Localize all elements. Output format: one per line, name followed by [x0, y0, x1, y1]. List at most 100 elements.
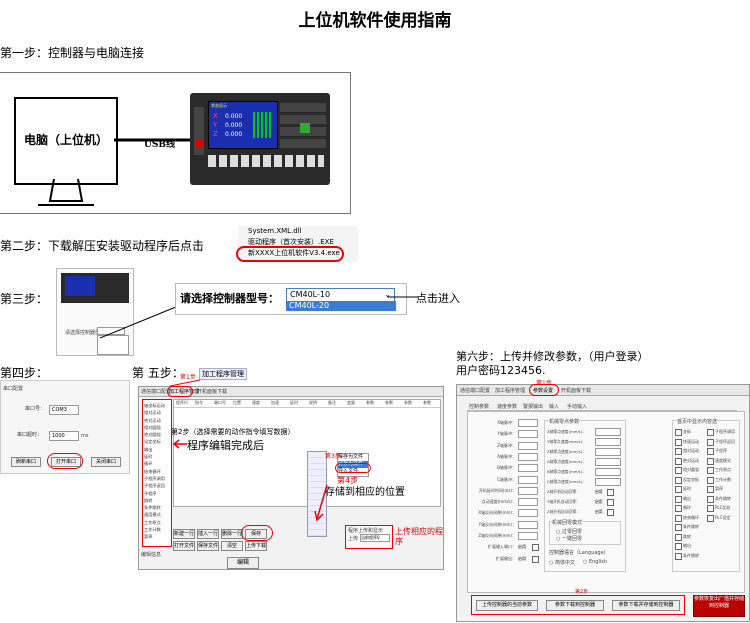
command-item[interactable]: 子程序	[144, 490, 157, 496]
refresh-port-button[interactable]: 刷新串口	[11, 457, 41, 467]
display-checkbox[interactable]	[675, 495, 682, 503]
command-item[interactable]: 轴坐标运动	[144, 403, 165, 408]
display-checkbox[interactable]	[675, 552, 682, 560]
param-input[interactable]	[518, 532, 538, 540]
subtab-input[interactable]: 输入	[549, 404, 560, 410]
tab-program[interactable]: 加工程序管理	[495, 388, 526, 394]
command-item[interactable]: 相对圆弧	[144, 424, 161, 430]
tab-panel[interactable]: 开机面板下载	[561, 388, 592, 394]
command-item[interactable]: 循环	[144, 461, 153, 467]
zero-param-checkbox[interactable]	[607, 499, 614, 506]
command-item[interactable]: 延时	[144, 454, 153, 460]
display-checkbox[interactable]	[675, 429, 682, 436]
open-file-button[interactable]: 打开文件	[173, 541, 195, 551]
command-item[interactable]: 工作计数	[144, 527, 161, 533]
upload-download-button[interactable]: 上传下载	[245, 541, 267, 551]
subtab-manual[interactable]: 手动输入	[567, 404, 588, 410]
command-item[interactable]: 速度模式	[144, 512, 161, 518]
command-item[interactable]: 子程序返回	[144, 483, 165, 489]
download-params-button[interactable]: 参数下载到控制器	[546, 600, 604, 611]
display-checkbox[interactable]	[675, 514, 682, 522]
display-checkbox[interactable]	[707, 438, 714, 446]
zero-param-input[interactable]	[595, 448, 621, 456]
display-checkbox[interactable]	[675, 533, 682, 541]
menu-save-file[interactable]: 保存为文件	[338, 454, 364, 460]
file-item-software[interactable]: 新XXXX上位机软件V3.4.exe	[248, 249, 340, 257]
display-checkbox[interactable]	[675, 476, 682, 484]
param-input[interactable]	[518, 498, 538, 507]
param-input[interactable]	[518, 441, 538, 450]
clear-button[interactable]: 清空	[221, 541, 243, 551]
command-item[interactable]: 条件跳转	[144, 505, 161, 511]
display-checkbox[interactable]	[675, 505, 682, 512]
display-checkbox[interactable]	[707, 467, 714, 474]
tab-program-manage[interactable]: 加工程序管理	[169, 389, 200, 395]
display-checkbox[interactable]	[707, 448, 714, 455]
edit-bottom-button[interactable]: 编辑	[227, 557, 259, 569]
display-checkbox[interactable]	[675, 448, 682, 455]
param-enable-checkbox[interactable]	[532, 544, 539, 552]
close-port-button[interactable]: 关闭串口	[91, 457, 121, 467]
model-select[interactable]: CM40L-10 ⌄	[286, 288, 395, 302]
command-item[interactable]: 绝对圆弧	[144, 432, 161, 438]
download-store-button[interactable]: 参数下载并存储到控制器	[612, 600, 680, 611]
param-input[interactable]	[518, 464, 538, 473]
zero-param-input[interactable]	[595, 478, 621, 486]
zero-param-input[interactable]	[595, 458, 621, 466]
param-input[interactable]	[518, 520, 538, 529]
tab-port[interactable]: 通信端口配置	[460, 388, 491, 394]
file-item-dll[interactable]: System.XML.dll	[248, 227, 302, 235]
mode-radio-2[interactable]: ○ 一键回零	[556, 536, 582, 542]
save-file-button[interactable]: 保存文件	[197, 541, 219, 551]
file-item-driver[interactable]: 驱动程序（首次安装）.EXE	[248, 238, 334, 246]
timeout-input[interactable]: 1000	[49, 431, 79, 441]
lang-radio-en[interactable]: ○ English	[583, 559, 608, 565]
lang-radio-cn[interactable]: ○ 简体中文	[549, 560, 575, 566]
factory-reset-button[interactable]: 参数恢复出厂值并存储到控制器	[693, 595, 745, 617]
param-input[interactable]	[518, 486, 538, 495]
command-item[interactable]: 输出	[144, 446, 153, 452]
tab-params[interactable]: 参数设置	[533, 388, 554, 394]
display-checkbox[interactable]	[675, 457, 682, 465]
zero-param-checkbox[interactable]	[607, 489, 614, 496]
zero-param-checkbox[interactable]	[607, 509, 614, 516]
port-select[interactable]: COM3	[49, 405, 79, 415]
menu-save-as[interactable]: 另存为文件	[338, 461, 368, 468]
display-checkbox[interactable]	[675, 438, 682, 446]
delete-row-button[interactable]: 删除一行	[221, 529, 243, 539]
menu-import-file[interactable]: 导入文件	[338, 468, 359, 474]
display-checkbox[interactable]	[707, 429, 714, 436]
subtab-alarm[interactable]: 警报输出	[523, 404, 544, 410]
command-item[interactable]: 跳转	[144, 497, 153, 503]
subtab-control[interactable]: 控制参数	[469, 404, 490, 410]
display-checkbox[interactable]	[707, 505, 714, 512]
tab-panel-download[interactable]: 开机面板下载	[197, 389, 228, 395]
display-checkbox[interactable]	[675, 524, 682, 531]
param-input[interactable]	[518, 452, 538, 461]
param-input[interactable]	[518, 509, 538, 518]
mode-radio-1[interactable]: ○ 过零回零	[556, 529, 582, 535]
subtab-speed[interactable]: 速度参数	[497, 404, 518, 410]
tab-port-config[interactable]: 通信端口配置	[141, 389, 172, 395]
model-option-highlighted[interactable]: CM40L-20	[286, 301, 396, 311]
command-item[interactable]: 相对运动	[144, 410, 161, 416]
new-row-button[interactable]: 新建一行	[173, 529, 195, 539]
display-checkbox[interactable]	[707, 486, 714, 493]
param-input[interactable]	[518, 475, 538, 484]
upload-params-button[interactable]: 上传控制器的当前参数	[476, 600, 538, 611]
zero-param-input[interactable]	[595, 428, 621, 436]
display-checkbox[interactable]	[675, 543, 682, 550]
command-item[interactable]: 设定坐标	[144, 439, 161, 445]
display-checkbox[interactable]	[707, 457, 714, 465]
command-item[interactable]: 工作原点	[144, 519, 161, 525]
command-item[interactable]: 绝对运动	[144, 417, 161, 423]
display-checkbox[interactable]	[707, 514, 714, 522]
display-checkbox[interactable]	[707, 476, 714, 484]
param-input[interactable]	[518, 430, 538, 439]
param-input[interactable]	[518, 419, 538, 427]
zero-param-input[interactable]	[595, 468, 621, 476]
display-checkbox[interactable]	[675, 486, 682, 493]
display-checkbox[interactable]	[675, 467, 682, 474]
param-enable-checkbox[interactable]	[532, 555, 539, 563]
command-item[interactable]: 暂停	[144, 534, 153, 540]
